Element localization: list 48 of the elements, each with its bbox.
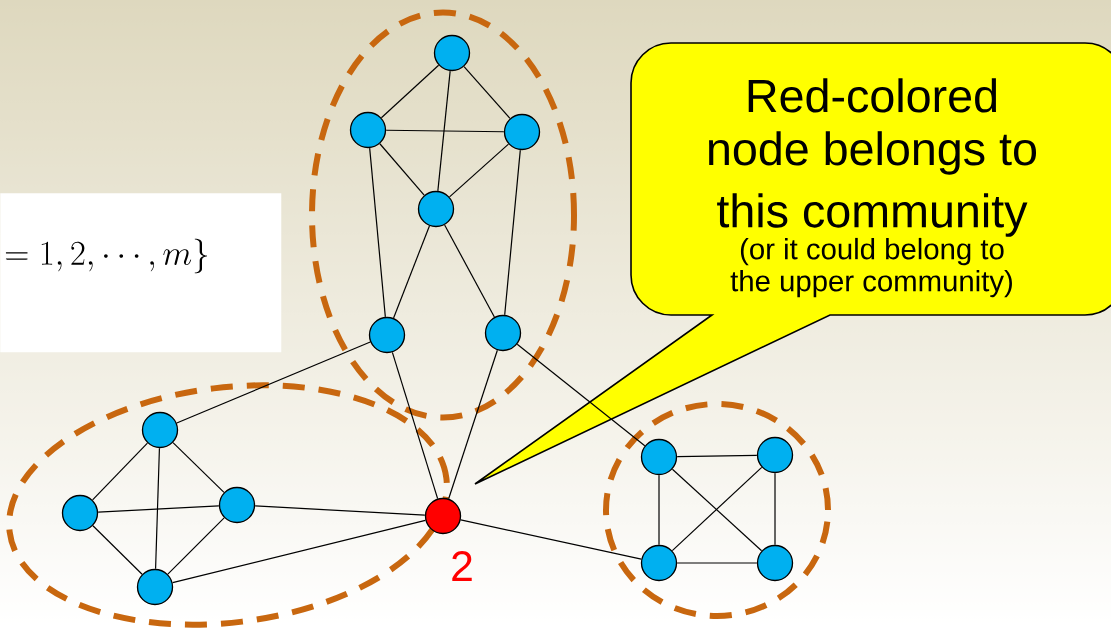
edge-line (658, 474, 660, 546)
edge-line (463, 66, 511, 119)
graph-node (417, 190, 455, 228)
edge-line (448, 349, 498, 500)
edge-line (437, 70, 451, 192)
graph-node (349, 111, 387, 149)
edge-line (254, 505, 426, 516)
edge-line (379, 143, 425, 196)
graph-node (640, 438, 678, 476)
edge-line (391, 351, 439, 500)
graph-node (503, 113, 541, 151)
graph-node (61, 494, 99, 532)
edge-line (676, 562, 758, 564)
edge-line (380, 64, 440, 119)
graph-node (640, 544, 678, 582)
edge-line (172, 519, 426, 584)
callout-text: Red-colored node belongs to this community (or it could belong to the upper community) (709, 78, 1036, 298)
edge-line (516, 343, 646, 447)
edge-line (774, 472, 776, 546)
edge-line (504, 149, 521, 316)
formula: $= 1, 2, \cdots, m\}$ (0, 193, 282, 353)
edge-line (676, 454, 758, 458)
graph-node (136, 568, 174, 606)
graph-node (433, 34, 471, 72)
graph-node (424, 497, 462, 535)
edge-line (369, 147, 386, 318)
edge-line (155, 447, 161, 570)
edge-line (385, 129, 505, 133)
edge-line (167, 517, 225, 575)
edge-line (176, 341, 371, 424)
node-number: 2 (452, 551, 472, 581)
community-outline (309, 9, 577, 421)
graph-node (141, 411, 179, 449)
graph-node (368, 316, 406, 354)
edge-line (92, 525, 143, 575)
edge-line (460, 519, 642, 560)
edge-line (97, 505, 220, 513)
edge-line (92, 442, 148, 501)
graph-node (756, 544, 794, 582)
graph-node (484, 314, 522, 352)
graph-node (218, 486, 256, 524)
edge-line (172, 442, 225, 493)
community-outline (6, 382, 450, 628)
edge-line (448, 143, 510, 198)
graph-node (756, 436, 794, 474)
edge-line (393, 225, 431, 319)
edge-line (444, 224, 495, 318)
community-outline (603, 401, 831, 619)
